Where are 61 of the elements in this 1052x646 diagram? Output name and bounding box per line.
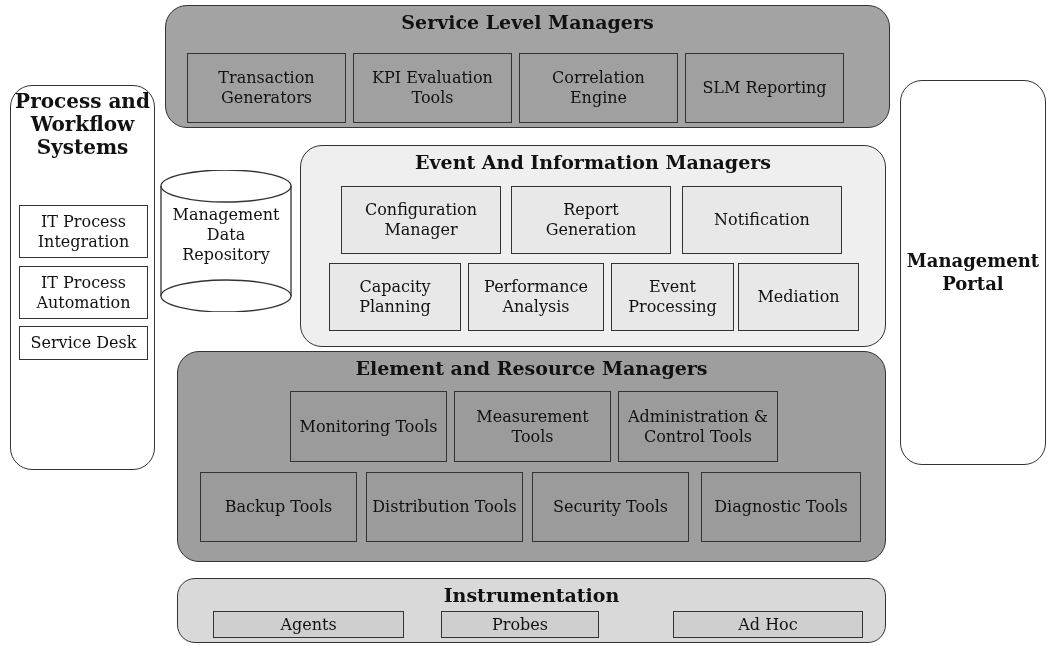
component-box bbox=[468, 263, 604, 331]
layer-panel bbox=[177, 351, 886, 562]
component-box bbox=[673, 611, 863, 638]
box-label: IT Process Integration bbox=[36, 211, 131, 252]
box-label: Management Data Repository bbox=[171, 205, 281, 265]
box-label: Ad Hoc bbox=[738, 614, 798, 635]
layer-panel bbox=[177, 578, 886, 643]
layer-panel bbox=[165, 5, 890, 128]
box-label: Performance Analysis bbox=[483, 277, 589, 317]
component-box bbox=[511, 186, 671, 254]
box-label: Correlation Engine bbox=[551, 68, 646, 108]
component-box bbox=[19, 326, 148, 360]
panel-title: Instrumentation bbox=[442, 585, 621, 607]
box-label: Report Generation bbox=[544, 200, 638, 240]
component-box bbox=[441, 611, 599, 638]
component-box bbox=[329, 263, 461, 331]
box-label: Security Tools bbox=[552, 497, 668, 517]
box-label: KPI Evaluation Tools bbox=[371, 68, 494, 108]
component-box bbox=[454, 391, 611, 462]
component-box bbox=[682, 186, 842, 254]
component-box bbox=[685, 53, 844, 123]
box-label: Configuration Manager bbox=[363, 200, 479, 240]
component-box bbox=[341, 186, 501, 254]
component-box bbox=[19, 205, 148, 258]
layer-panel bbox=[10, 85, 155, 470]
component-box bbox=[353, 53, 512, 123]
component-box bbox=[19, 266, 148, 319]
panel-title: Process and Workflow Systems bbox=[15, 90, 150, 159]
component-box bbox=[213, 611, 404, 638]
panel-title: Service Level Managers bbox=[400, 12, 655, 34]
box-label: Distribution Tools bbox=[372, 497, 517, 517]
layer-panel bbox=[300, 145, 886, 347]
component-box bbox=[532, 472, 689, 542]
box-label: Notification bbox=[714, 210, 810, 230]
component-box bbox=[187, 53, 346, 123]
box-label: Mediation bbox=[757, 287, 840, 307]
component-box bbox=[519, 53, 678, 123]
component-box bbox=[738, 263, 859, 331]
component-box bbox=[200, 472, 357, 542]
component-box bbox=[618, 391, 778, 462]
box-label: Capacity Planning bbox=[358, 277, 432, 317]
box-label: IT Process Automation bbox=[35, 272, 132, 313]
box-label: Agents bbox=[280, 614, 337, 635]
box-label: Transaction Generators bbox=[217, 68, 316, 108]
portal-panel bbox=[900, 80, 1046, 465]
panel-title: Management Portal bbox=[905, 250, 1041, 295]
component-box bbox=[290, 391, 447, 462]
panel-title: Event And Information Managers bbox=[414, 152, 772, 174]
panel-title: Element and Resource Managers bbox=[354, 358, 709, 380]
box-label: SLM Reporting bbox=[702, 78, 827, 98]
box-label: Event Processing bbox=[627, 277, 718, 317]
component-box bbox=[366, 472, 523, 542]
component-box bbox=[701, 472, 861, 542]
box-label: Backup Tools bbox=[224, 497, 333, 517]
box-label: Probes bbox=[492, 614, 548, 635]
box-label: Monitoring Tools bbox=[299, 416, 438, 437]
component-box bbox=[611, 263, 734, 331]
box-label: Administration & Control Tools bbox=[626, 406, 770, 447]
box-label: Measurement Tools bbox=[475, 406, 590, 447]
box-label: Diagnostic Tools bbox=[714, 497, 848, 517]
box-label: Service Desk bbox=[30, 333, 137, 353]
